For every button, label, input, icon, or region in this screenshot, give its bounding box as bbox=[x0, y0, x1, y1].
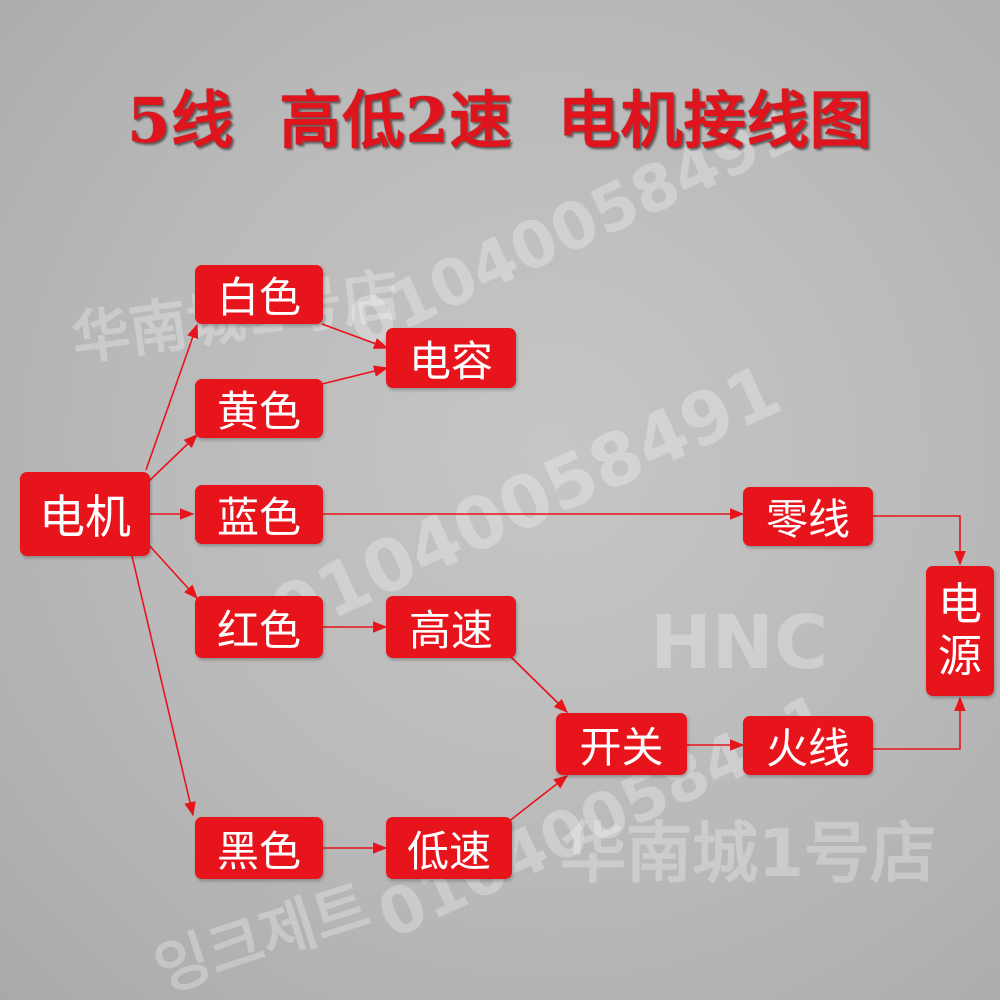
wire-neutral-power bbox=[873, 515, 966, 566]
node-neutral: 零线 bbox=[743, 487, 873, 546]
wire-live-power bbox=[873, 696, 966, 750]
wire-motor-white bbox=[145, 323, 199, 471]
node-motor: 电机 bbox=[20, 472, 150, 556]
node-high-speed: 高速 bbox=[386, 596, 516, 658]
node-red: 红色 bbox=[195, 596, 323, 658]
wire-motor-red bbox=[147, 543, 198, 600]
wire-motor-yellow bbox=[147, 434, 199, 483]
node-switch: 开关 bbox=[556, 713, 687, 775]
node-power-char-2: 源 bbox=[938, 631, 982, 682]
node-black: 黑色 bbox=[195, 817, 323, 879]
node-power: 电 源 bbox=[926, 566, 994, 696]
wire-low-switch bbox=[507, 775, 569, 823]
wire-white-capacitor bbox=[321, 323, 389, 349]
node-white: 白色 bbox=[195, 265, 323, 324]
node-power-char-1: 电 bbox=[938, 579, 982, 630]
node-blue: 蓝色 bbox=[195, 485, 323, 544]
wire-motor-black bbox=[131, 555, 196, 817]
node-capacitor: 电容 bbox=[386, 328, 516, 388]
node-yellow: 黄色 bbox=[195, 379, 323, 438]
wire-yellow-capacitor bbox=[321, 365, 389, 385]
node-low-speed: 低速 bbox=[386, 817, 512, 879]
node-live: 火线 bbox=[743, 716, 873, 775]
wire-high-switch bbox=[509, 655, 569, 714]
diagram-title: 5线 高低2速 电机接线图 bbox=[127, 84, 873, 157]
